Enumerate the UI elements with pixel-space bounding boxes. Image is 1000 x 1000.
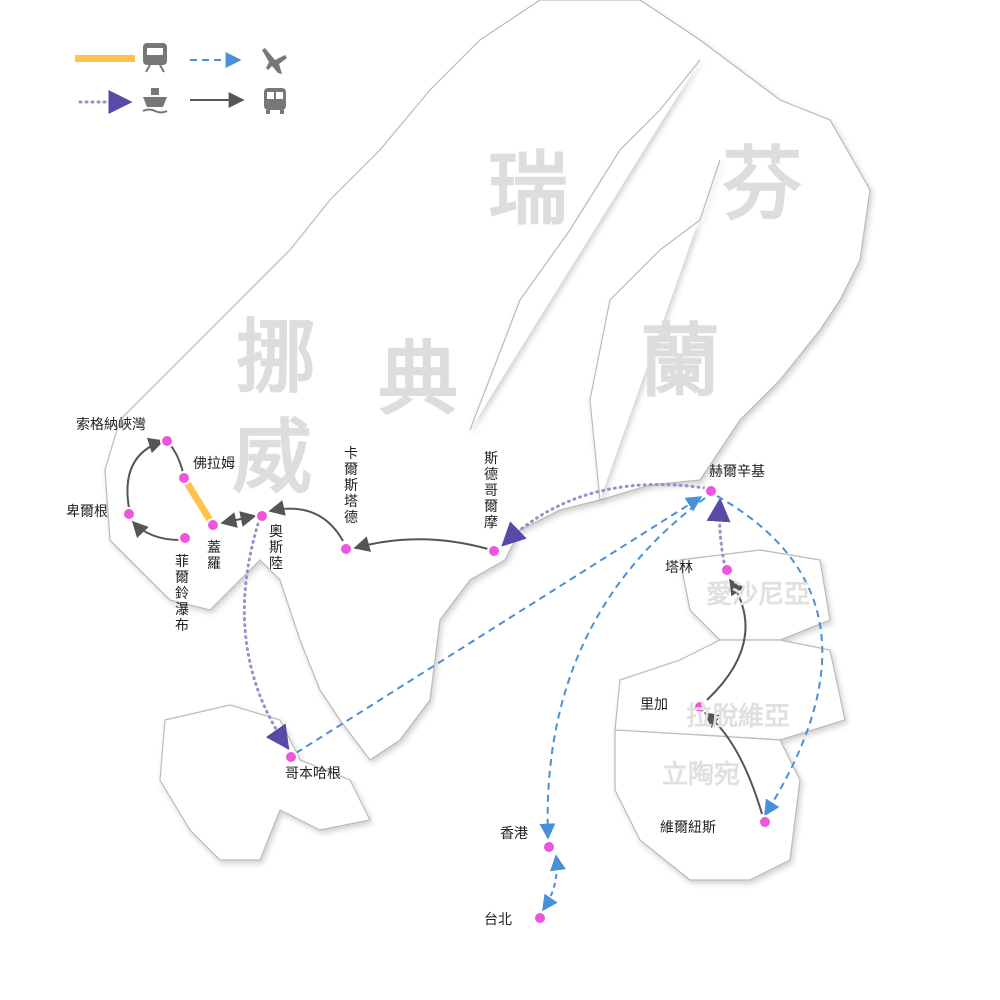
- legend-train-line: [75, 55, 135, 62]
- ferry-route: [706, 497, 731, 564]
- plane-route: [716, 495, 824, 817]
- city-label-flam: 佛拉姆: [193, 456, 235, 472]
- city-marker[interactable]: [704, 484, 718, 498]
- city-marker[interactable]: [693, 700, 707, 714]
- city-label-sognefjord: 索格納峽灣: [76, 417, 146, 433]
- lithuania-land: [614, 729, 801, 881]
- city-marker[interactable]: [255, 509, 269, 523]
- finland-divider: [469, 59, 721, 501]
- city-label-tallinn: 塔林: [665, 560, 693, 576]
- bus-icon: [264, 88, 286, 114]
- bus-route: [706, 578, 747, 701]
- norway-sweden-land: [104, 0, 871, 761]
- city-label-helsinki: 赫爾辛基: [709, 464, 765, 480]
- bus-route: [126, 437, 165, 509]
- city-label-taipei: 台北: [484, 912, 512, 928]
- city-label-vilnius: 維爾紐斯: [660, 820, 716, 836]
- city-marker[interactable]: [542, 840, 556, 854]
- bus-route: [131, 520, 181, 541]
- city-label-oslo: 奧斯陸: [269, 524, 283, 573]
- city-marker[interactable]: [533, 911, 547, 925]
- country-label-estonia: 愛沙尼亞: [706, 580, 811, 610]
- city-label-stockholm: 斯德哥爾摩: [484, 451, 498, 532]
- bus-route: [268, 500, 344, 542]
- ferry-route: [501, 483, 707, 547]
- city-label-bergen: 卑爾根: [66, 504, 108, 520]
- country-label-norway: 挪: [236, 311, 316, 404]
- city-markers: [122, 434, 772, 925]
- train-route: [181, 476, 216, 527]
- city-marker[interactable]: [487, 544, 501, 558]
- denmark-land: [159, 704, 371, 861]
- city-label-voringsfossen: 菲爾鈴瀑布: [175, 554, 189, 635]
- city-label-karlstad: 卡爾斯塔德: [344, 446, 358, 527]
- city-marker[interactable]: [122, 507, 136, 521]
- city-marker[interactable]: [284, 750, 298, 764]
- city-marker[interactable]: [758, 815, 772, 829]
- routes: [126, 437, 824, 912]
- city-marker[interactable]: [178, 531, 192, 545]
- city-label-geilo: 蓋羅: [207, 540, 221, 573]
- city-label-copenhagen: 哥本哈根: [285, 766, 341, 782]
- plane-route: [295, 496, 703, 754]
- bus-route: [703, 712, 763, 815]
- country-label-latvia: 拉脫維亞: [686, 702, 791, 732]
- city-marker[interactable]: [160, 434, 174, 448]
- country-label-finland: 蘭: [640, 315, 720, 408]
- city-label-hongkong: 香港: [500, 826, 528, 842]
- city-marker[interactable]: [339, 542, 353, 556]
- bus-route: [353, 536, 489, 552]
- legend: [75, 43, 287, 114]
- train-icon: [143, 43, 167, 73]
- plane-route: [539, 497, 706, 840]
- land-shapes: [104, 0, 871, 881]
- plane-icon: [262, 48, 287, 74]
- plane-route: [542, 854, 566, 912]
- country-label-finland: 芬: [722, 138, 802, 231]
- bus-route: [220, 511, 257, 528]
- country-label-norway: 威: [232, 411, 312, 504]
- country-label-sweden: 瑞: [488, 143, 568, 236]
- country-label-lithuania: 立陶宛: [662, 760, 741, 790]
- city-marker[interactable]: [177, 471, 191, 485]
- estonia-land: [679, 549, 831, 641]
- city-label-riga: 里加: [640, 697, 668, 713]
- city-marker[interactable]: [206, 518, 220, 532]
- country-label-sweden: 典: [378, 333, 458, 426]
- ship-icon: [142, 88, 168, 114]
- ferry-route: [242, 522, 290, 750]
- city-marker[interactable]: [720, 563, 734, 577]
